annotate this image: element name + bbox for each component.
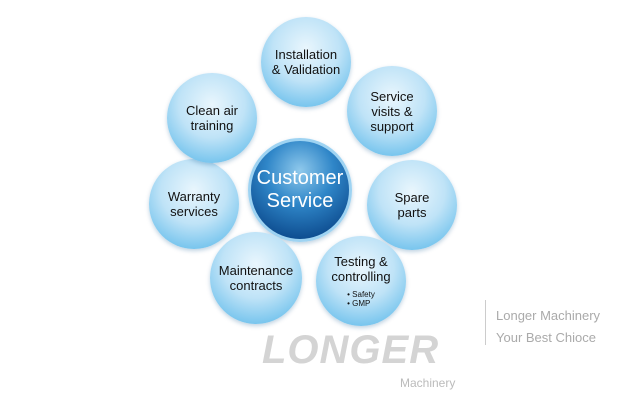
node-text: contracts (229, 278, 283, 293)
node-text: services (170, 204, 218, 219)
watermark-logo: LONGER (262, 328, 440, 372)
watermark-tagline1: Longer Machinery (496, 308, 601, 323)
node-installation: Installation& Validation (261, 17, 351, 107)
node-text: visits & (371, 103, 413, 119)
node-text: Clean air (185, 103, 239, 118)
node-text: Service (370, 88, 414, 104)
node-text: controlling (331, 269, 391, 284)
node-testing: Testing &controlling • Safety• GMP (316, 236, 406, 326)
node-text: parts (397, 205, 427, 220)
watermark-logo-sub: Machinery (400, 376, 456, 390)
node-text: & Validation (271, 62, 341, 77)
node-text: Testing & (334, 254, 388, 269)
watermark-divider (485, 300, 486, 345)
center-line2: Service (266, 190, 334, 212)
watermark-tagline2: Your Best Chioce (496, 330, 596, 345)
customer-service-hub: Customer Service (248, 138, 352, 242)
bullet-gmp: • GMP (347, 299, 371, 308)
center-line1: Customer (256, 167, 344, 189)
bullet-safety: • Safety (347, 290, 375, 299)
node-text: Spare (394, 190, 430, 205)
node-text: Warranty (167, 189, 221, 204)
node-text: Maintenance (218, 263, 294, 278)
node-text: training (190, 118, 234, 133)
node-text: Installation (274, 47, 338, 62)
node-text: support (370, 118, 414, 134)
